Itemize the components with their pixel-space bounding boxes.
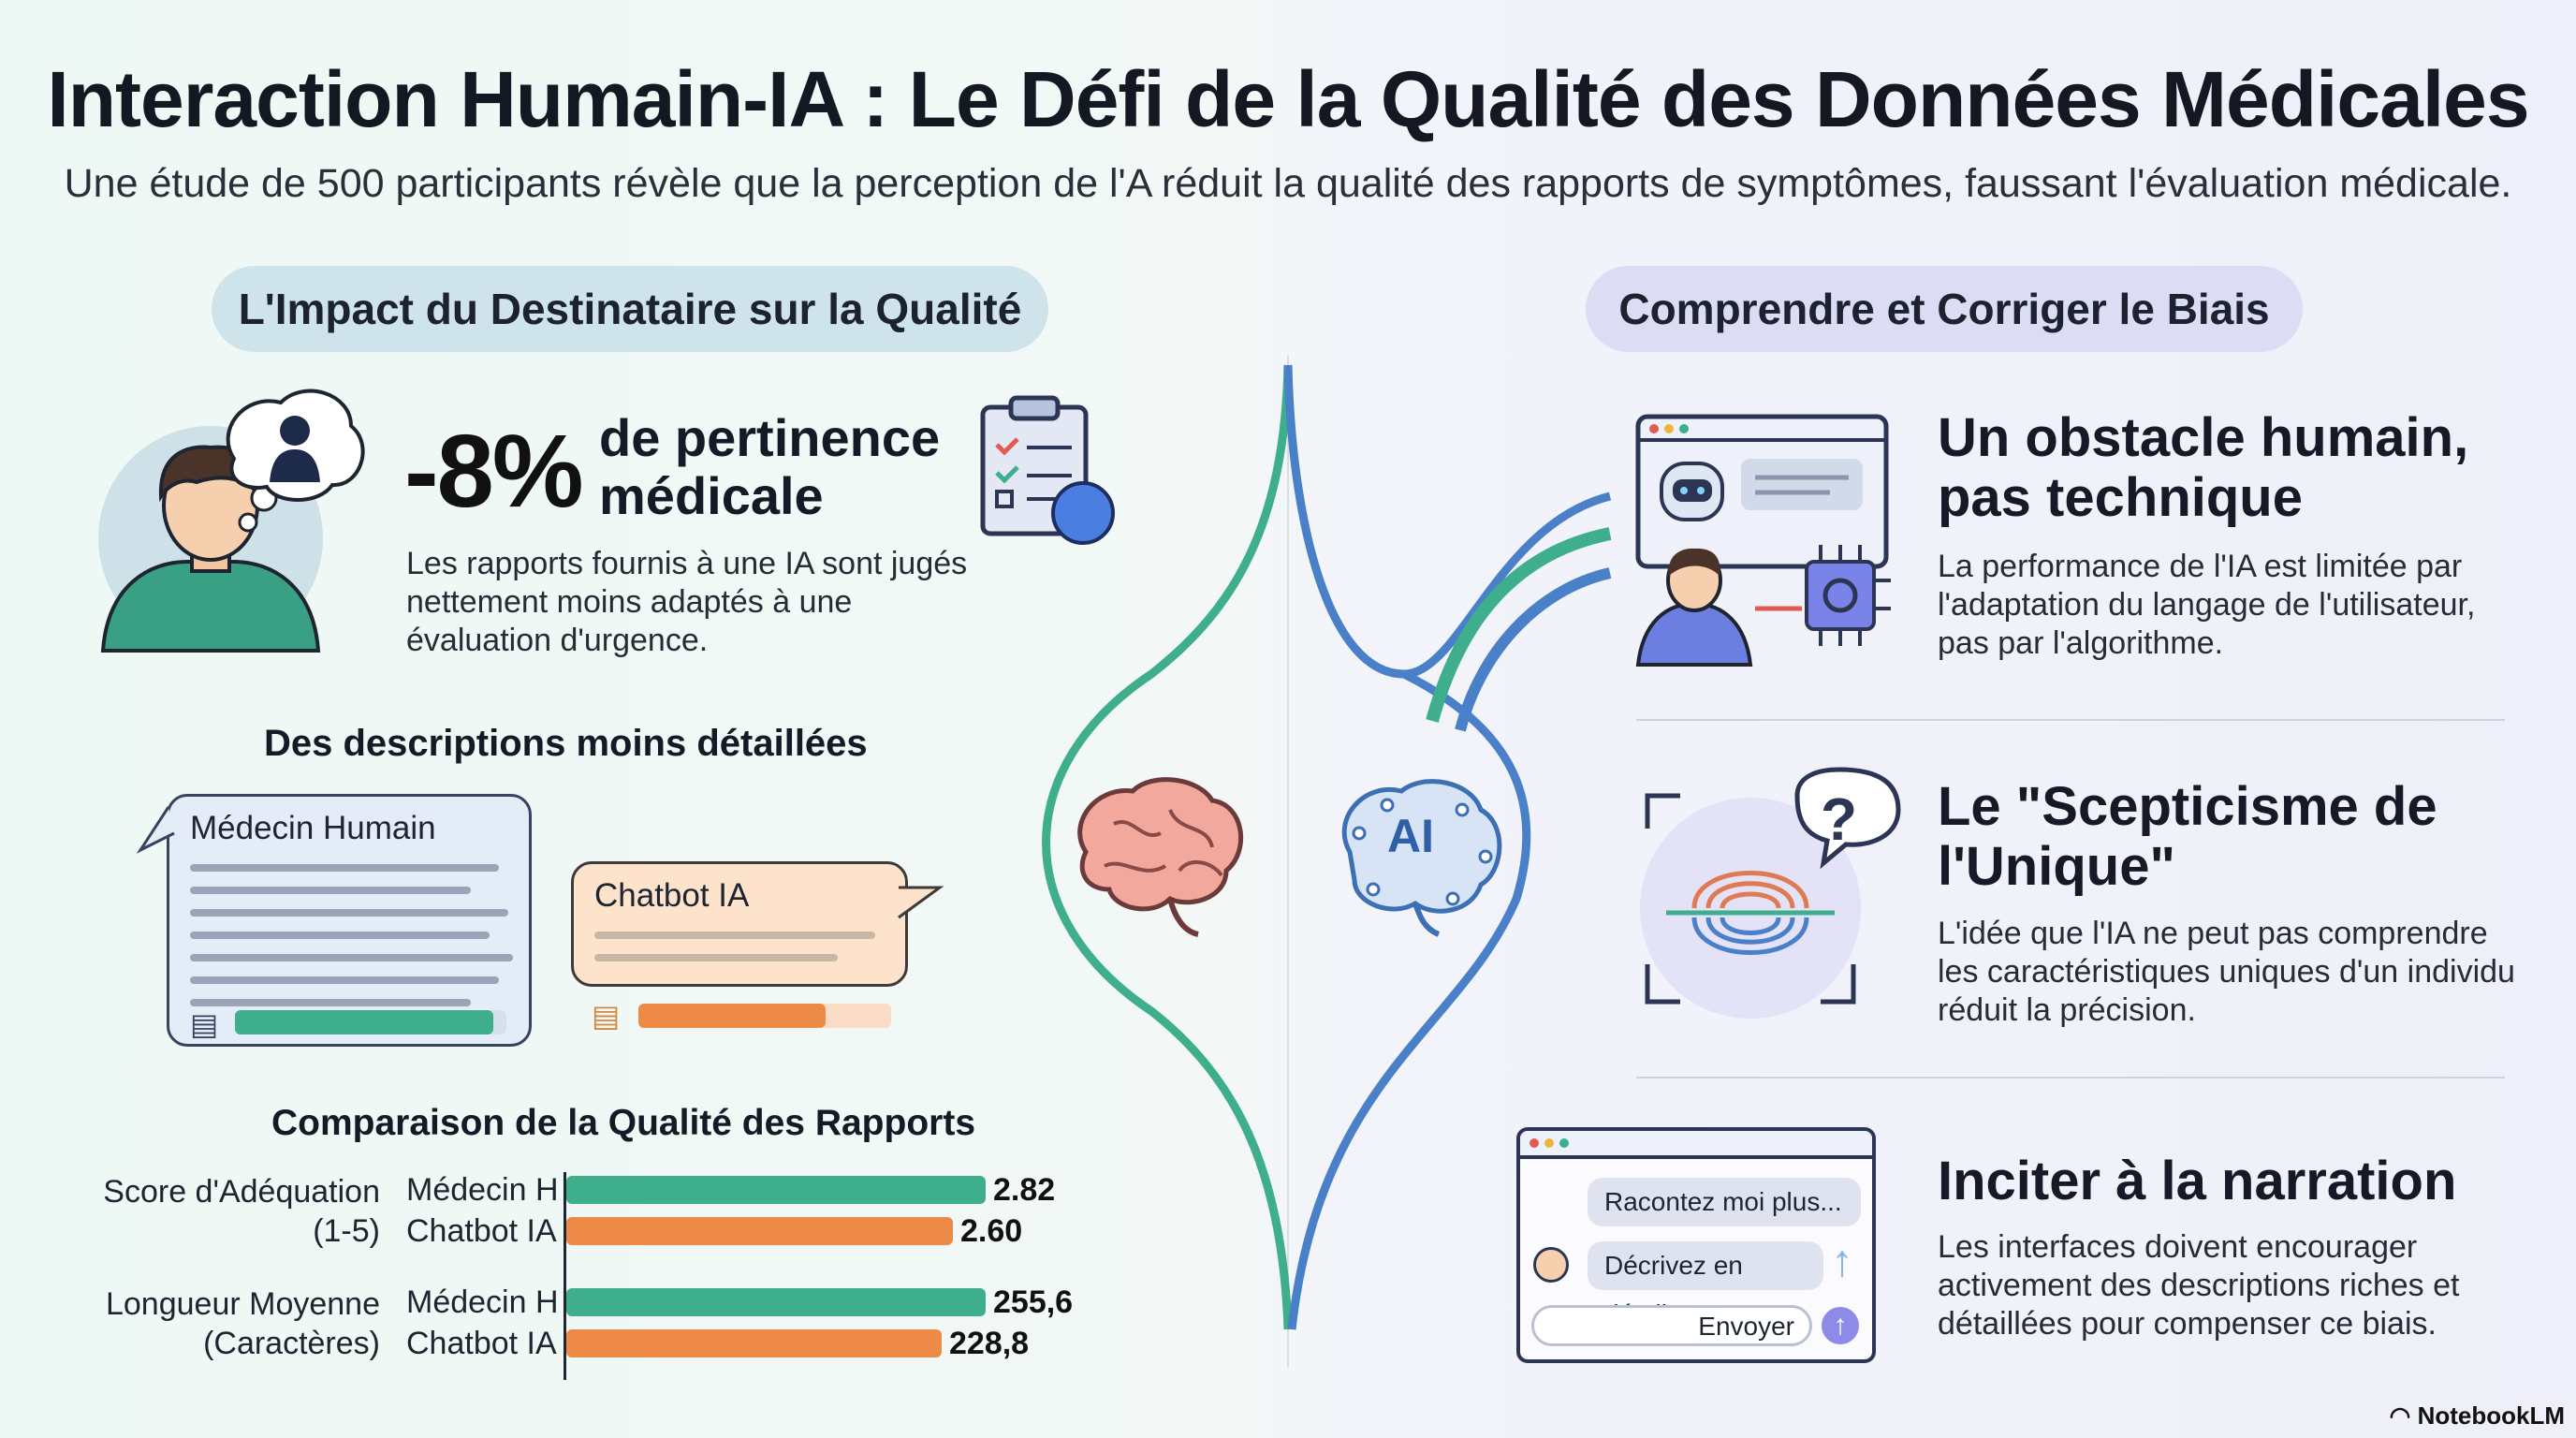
fingerprint-question-icon bbox=[1640, 767, 1901, 1019]
page-subtitle: Une étude de 500 participants révèle que… bbox=[64, 161, 2512, 206]
ai-label: AI bbox=[1387, 810, 1434, 862]
stat-label-line2: médicale bbox=[599, 466, 824, 525]
category-label: Score d'Adéquation(1-5) bbox=[103, 1174, 380, 1249]
item3-title: Inciter à la narration bbox=[1938, 1151, 2457, 1211]
bar-value-label: 255,6 bbox=[993, 1284, 1074, 1320]
bot-card-label: Chatbot IA bbox=[594, 877, 750, 914]
stat-description: Les rapports fournis à une IA sont jugés… bbox=[406, 546, 968, 658]
category-label: Longueur Moyenne(Caractères) bbox=[105, 1286, 380, 1361]
chart-title: Comparaison de la Qualité des Rapports bbox=[271, 1103, 976, 1143]
chart-bar bbox=[566, 1176, 986, 1204]
human-detail-bar bbox=[235, 1010, 493, 1034]
human-description-card: Médecin Humain ▤ bbox=[167, 794, 532, 1047]
item1-title-line1: Un obstacle humain, bbox=[1938, 407, 2469, 468]
item2-title-line2: l'Unique" bbox=[1938, 836, 2175, 897]
notebooklm-brand: ◠ NotebookLM bbox=[2390, 1401, 2565, 1431]
series-label: Chatbot IA bbox=[406, 1213, 557, 1249]
right-divider-2 bbox=[1636, 1077, 2505, 1078]
chart-axis-line bbox=[564, 1172, 566, 1380]
human-detail-track bbox=[235, 1010, 506, 1034]
bot-detail-bar bbox=[638, 1004, 826, 1028]
send-label: Envoyer bbox=[1698, 1312, 1794, 1341]
series-label: Médecin H bbox=[406, 1284, 559, 1320]
item2-description: L'idée que l'IA ne peut pas comprendre l… bbox=[1938, 916, 2515, 1028]
send-button[interactable]: ↑ bbox=[1822, 1307, 1859, 1344]
item3-description: Les interfaces doivent encourager active… bbox=[1938, 1229, 2460, 1342]
human-card-label: Médecin Humain bbox=[190, 810, 436, 846]
chart-bar bbox=[566, 1329, 942, 1357]
question-mark-icon: ? bbox=[1821, 785, 1858, 853]
bot-card-tail bbox=[898, 886, 944, 919]
stat-label-line1: de pertinence bbox=[599, 408, 941, 467]
chart-bar bbox=[566, 1217, 953, 1245]
person-thinking-icon bbox=[98, 389, 365, 653]
bot-detail-track bbox=[638, 1004, 891, 1028]
document-icon: ▤ bbox=[190, 1007, 219, 1041]
notebooklm-logo-icon: ◠ bbox=[2389, 1401, 2411, 1430]
robot-user-chip-icon bbox=[1635, 414, 1891, 667]
ai-brain-icon bbox=[1341, 779, 1502, 937]
descriptions-title: Des descriptions moins détaillées bbox=[264, 723, 868, 764]
chat-input-field[interactable]: Envoyer bbox=[1531, 1305, 1812, 1346]
right-divider-1 bbox=[1636, 719, 2505, 721]
chart-bar bbox=[566, 1288, 986, 1316]
item2-title-line1: Le "Scepticisme de bbox=[1938, 776, 2437, 837]
bar-value-label: 2.82 bbox=[993, 1172, 1056, 1208]
chat-bubble-1: Racontez moi plus... bbox=[1588, 1178, 1861, 1226]
brain-icon bbox=[1077, 777, 1243, 937]
chat-bubble-2: Décrivez en détail... bbox=[1588, 1241, 1823, 1328]
document-icon-bot: ▤ bbox=[592, 999, 621, 1033]
item1-title-line2: pas technique bbox=[1938, 467, 2303, 528]
user-avatar-icon bbox=[1533, 1247, 1569, 1283]
bot-description-card: Chatbot IA bbox=[571, 861, 908, 987]
left-section-title: L'Impact du Destinataire sur la Qualité bbox=[212, 266, 1048, 352]
human-card-tail bbox=[136, 806, 175, 854]
stat-value: -8% bbox=[404, 414, 584, 529]
item1-description: La performance de l'IA est limitée par l… bbox=[1938, 549, 2476, 661]
series-label: Chatbot IA bbox=[406, 1326, 557, 1361]
bar-value-label: 2.60 bbox=[960, 1213, 1023, 1249]
chat-window-titlebar bbox=[1520, 1131, 1872, 1159]
notebooklm-label: NotebookLM bbox=[2417, 1401, 2565, 1430]
arrow-up-icon: ↑ bbox=[1831, 1237, 1853, 1286]
series-label: Médecin H bbox=[406, 1172, 559, 1208]
clipboard-checklist-icon bbox=[980, 395, 1115, 545]
chat-window-mock: Racontez moi plus... Décrivez en détail.… bbox=[1516, 1127, 1876, 1363]
right-section-title: Comprendre et Corriger le Biais bbox=[1586, 266, 2303, 352]
bar-value-label: 228,8 bbox=[949, 1326, 1030, 1361]
page-title: Interaction Humain-IA : Le Défi de la Qu… bbox=[47, 55, 2529, 143]
